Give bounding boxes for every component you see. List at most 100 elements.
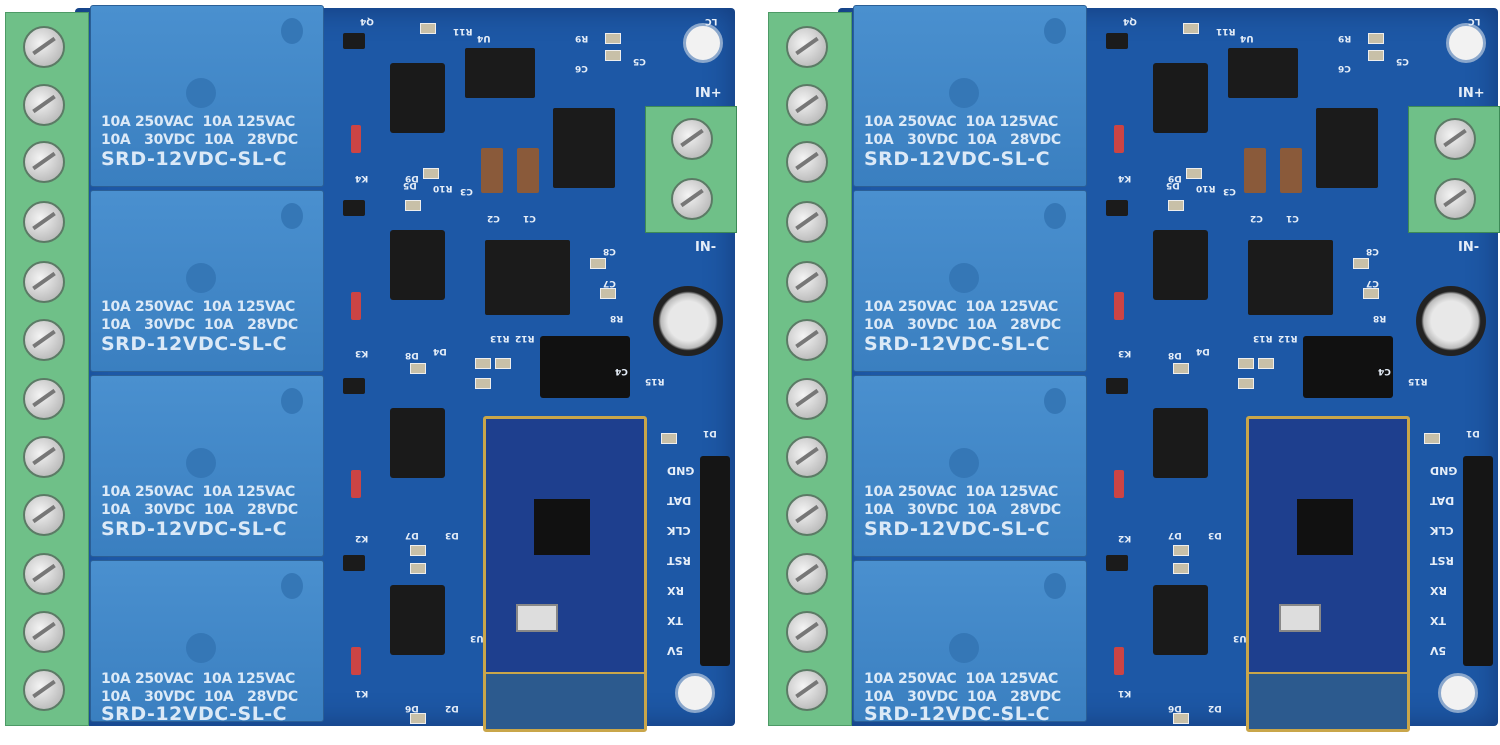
capacitor-smd bbox=[1244, 148, 1266, 193]
screw-terminal-screw bbox=[23, 494, 65, 536]
silkscreen-label: K1 bbox=[1118, 688, 1132, 698]
transistor bbox=[1106, 33, 1128, 49]
silkscreen-label: C1 bbox=[523, 213, 536, 223]
pin-label-rx: RX bbox=[1430, 584, 1447, 597]
silkscreen-label: R12 bbox=[1278, 333, 1298, 343]
crystal bbox=[516, 604, 558, 632]
relay-rating-ac: 10A 250VAC 10A 125VAC bbox=[101, 484, 295, 500]
smd-component bbox=[1258, 358, 1274, 369]
silkscreen-label: LC bbox=[1468, 16, 1481, 26]
optocoupler-ic bbox=[390, 63, 445, 133]
pin-label-5v: 5V bbox=[667, 644, 684, 657]
relay-mark bbox=[1044, 388, 1066, 414]
optocoupler-ic bbox=[1153, 408, 1208, 478]
silkscreen-label: U3 bbox=[1233, 633, 1247, 643]
power-terminal-screw bbox=[671, 178, 713, 220]
smd-component bbox=[410, 563, 426, 574]
transistor bbox=[343, 555, 365, 571]
relay-board: 10A 250VAC 10A 125VAC 10A 30VDC 10A 28VDC… bbox=[5, 5, 737, 732]
relay-model: SRD-12VDC-SL-C bbox=[864, 703, 1051, 725]
smd-component bbox=[1363, 288, 1379, 299]
screw-terminal-screw bbox=[786, 494, 828, 536]
screw-terminal-screw bbox=[786, 201, 828, 243]
silkscreen-label: R8 bbox=[1373, 313, 1387, 323]
relay-rating-ac: 10A 250VAC 10A 125VAC bbox=[864, 671, 1058, 687]
screw-terminal-screw bbox=[786, 611, 828, 653]
mosfet bbox=[1316, 108, 1378, 188]
smd-component bbox=[475, 358, 491, 369]
silkscreen-label: D6 bbox=[1168, 703, 1182, 713]
diode bbox=[1114, 647, 1124, 675]
silkscreen-label: K2 bbox=[355, 533, 369, 543]
pin-label-dat: DAT bbox=[1430, 494, 1455, 507]
diode bbox=[351, 647, 361, 675]
relay-mark bbox=[949, 263, 979, 293]
relay-rating-dc: 10A 30VDC 10A 28VDC bbox=[864, 502, 1061, 518]
silkscreen-label: R12 bbox=[515, 333, 535, 343]
diode bbox=[351, 470, 361, 498]
relay-model: SRD-12VDC-SL-C bbox=[864, 518, 1051, 540]
relay-rating-ac: 10A 250VAC 10A 125VAC bbox=[101, 299, 295, 315]
smd-component bbox=[475, 378, 491, 389]
screw-terminal-screw bbox=[786, 553, 828, 595]
relay-mark bbox=[281, 18, 303, 44]
optocoupler-ic bbox=[390, 408, 445, 478]
screw-terminal-block bbox=[5, 12, 89, 726]
transistor bbox=[1106, 378, 1128, 394]
relay-model: SRD-12VDC-SL-C bbox=[101, 518, 288, 540]
mounting-hole bbox=[675, 673, 715, 713]
silkscreen-label: U4 bbox=[477, 33, 491, 43]
diode bbox=[1114, 292, 1124, 320]
power-terminal-screw bbox=[1434, 178, 1476, 220]
silkscreen-label: D3 bbox=[445, 530, 459, 540]
silkscreen-label: D3 bbox=[1208, 530, 1222, 540]
relay-model: SRD-12VDC-SL-C bbox=[864, 333, 1051, 355]
electrolytic-capacitor bbox=[653, 286, 723, 356]
smd-component bbox=[1168, 200, 1184, 211]
relay-mark bbox=[186, 633, 216, 663]
relay-mark bbox=[186, 78, 216, 108]
relay-rating-ac: 10A 250VAC 10A 125VAC bbox=[101, 671, 295, 687]
screw-terminal-screw bbox=[786, 141, 828, 183]
optocoupler-ic bbox=[1153, 63, 1208, 133]
silkscreen-label: C8 bbox=[603, 246, 616, 256]
relay-rating-dc: 10A 30VDC 10A 28VDC bbox=[101, 132, 298, 148]
screw-terminal-screw bbox=[23, 378, 65, 420]
relay-mark bbox=[949, 633, 979, 663]
smd-component bbox=[1368, 33, 1384, 44]
screw-terminal-block bbox=[768, 12, 852, 726]
relay-model: SRD-12VDC-SL-C bbox=[101, 148, 288, 170]
silkscreen-label: D2 bbox=[1208, 703, 1222, 713]
diode bbox=[1114, 125, 1124, 153]
silkscreen-label: K3 bbox=[355, 348, 369, 358]
screw-terminal-screw bbox=[786, 84, 828, 126]
relay-rating-dc: 10A 30VDC 10A 28VDC bbox=[864, 132, 1061, 148]
silkscreen-label: R13 bbox=[490, 333, 510, 343]
smd-component bbox=[1368, 50, 1384, 61]
pin-label-gnd: GND bbox=[1430, 464, 1458, 477]
smd-component bbox=[1173, 545, 1189, 556]
silkscreen-label: D1 bbox=[1466, 428, 1480, 438]
screw-terminal-screw bbox=[786, 261, 828, 303]
relay-rating-ac: 10A 250VAC 10A 125VAC bbox=[864, 114, 1058, 130]
relay-rating-dc: 10A 30VDC 10A 28VDC bbox=[864, 317, 1061, 333]
capacitor-smd bbox=[517, 148, 539, 193]
silkscreen-label: R11 bbox=[1216, 26, 1236, 36]
relay-mark bbox=[281, 573, 303, 599]
diode bbox=[351, 292, 361, 320]
silkscreen-label: C5 bbox=[633, 56, 646, 66]
silkscreen-label: C7 bbox=[1366, 278, 1379, 288]
silkscreen-label: C8 bbox=[1366, 246, 1379, 256]
silkscreen-label: R11 bbox=[453, 26, 473, 36]
mounting-hole bbox=[683, 23, 723, 63]
silkscreen-label: K4 bbox=[355, 173, 369, 183]
silkscreen-label: D4 bbox=[1196, 346, 1210, 356]
screw-terminal-screw bbox=[786, 378, 828, 420]
silkscreen-label: U3 bbox=[470, 633, 484, 643]
in-plus-label: IN+ bbox=[695, 86, 722, 101]
mounting-hole bbox=[1446, 23, 1486, 63]
silkscreen-label: C6 bbox=[1338, 63, 1351, 73]
optocoupler-ic bbox=[390, 230, 445, 300]
